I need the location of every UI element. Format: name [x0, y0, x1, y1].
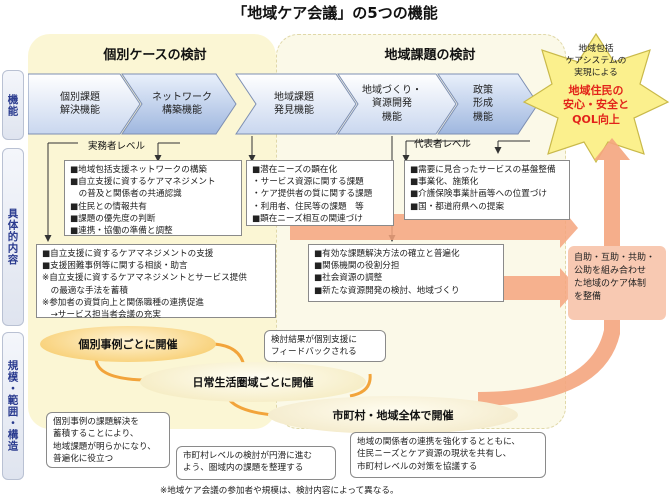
chevron-label-network: ネットワーク 構築機能	[152, 91, 212, 117]
page-title: 「地域ケア会議」の5つの機能	[232, 4, 438, 22]
chevron-label-individual: 個別課題 解決機能	[60, 91, 100, 117]
content-line: ■課題の優先度の判断	[70, 213, 156, 224]
goal-star	[522, 32, 670, 164]
goal-star-highlight: 地域住民の 安心・安全と QOL向上	[563, 84, 629, 126]
footer-note: ※地域ケア会議の参加者や規模は、検討内容によって異なる。	[160, 486, 399, 496]
note-city-level: 市町村レベルの検討が円滑に進む よう、圏域内の課題を整理する	[176, 446, 336, 480]
content-line: ■住民との情報共有	[70, 201, 147, 212]
content-line: ■新たな資源開発の検討、地域づくり	[314, 285, 460, 296]
chevron-label-discovery: 地域課題 発見機能	[274, 91, 314, 117]
note-line: 普遍化に役立つ	[53, 454, 114, 465]
note-accumulate: 個別事例の課題解決を 蓄積することにより、 地域課題が明らかになり、 普遍化に役…	[46, 412, 170, 468]
content-box-policy: ■需要に見合ったサービスの基盤整備 ■事業化、施策化 ■介護保険事業計画等への位…	[404, 160, 570, 220]
chevron-network	[121, 73, 237, 135]
function-chevrons	[28, 73, 538, 135]
note-line: 住民ニーズとケア資源の現状を共有し、	[357, 449, 512, 460]
note-line: 地域課題が明らかになり、	[53, 441, 156, 452]
chevron-label-policy: 政策 形成 機能	[473, 84, 493, 123]
content-line: の普及と関係者の共通認識	[70, 189, 182, 200]
content-line: ■需要に見合ったサービスの基盤整備	[410, 165, 556, 175]
content-box-discovery: ■潜在ニーズの顕在化 ・サービス資源に関する課題 ・ケア提供者の質に関する課題 …	[246, 160, 394, 226]
note-line: 市町村レベルの対策を協議する	[357, 461, 478, 472]
content-line: ■事業化、施策化	[410, 177, 479, 188]
outcome-box: 自助・互助・共助・ 公助を組み合わせ た地域のケア体制 を整備	[568, 246, 666, 320]
content-line: ■連携・協働の準備と調整	[70, 226, 173, 237]
side-label-function: 機能	[2, 70, 24, 140]
note-line: 蓄積することにより、	[53, 429, 139, 440]
note-feedback: 検討結果が個別支援に フィードバックされる	[264, 330, 386, 362]
content-line: ・利用者、住民等の課題 等	[252, 201, 364, 212]
content-box-individual: ■自立支援に資するケアマネジメントの支援 ■支援困難事例等に関する相談・助言 ※…	[36, 244, 276, 321]
outcome-line: た地域のケア体制	[574, 279, 647, 290]
note-strengthen: 地域の関係者の連携を強化するとともに、 住民ニーズとケア資源の現状を共有し、 市…	[350, 432, 546, 478]
note-line: 個別事例の課題解決を	[53, 417, 139, 427]
content-line: ■関係機関の役割分担	[314, 261, 400, 272]
content-line: →サービス担当者会議の充実	[42, 310, 161, 321]
note-line: 市町村レベルの検討が円滑に進む	[183, 451, 312, 461]
content-line: ■地域包括支援ネットワークの構築	[70, 165, 208, 175]
scope-per-case: 個別事例ごとに開催	[40, 326, 216, 362]
content-line: ■介護保険事業計画等への位置づけ	[410, 189, 548, 200]
band-regional-title: 地域課題の検討	[384, 48, 476, 63]
content-line: ■自立支援に資するケアマネジメントの支援	[42, 249, 214, 259]
note-line: フィードバックされる	[271, 347, 357, 358]
band-individual-title: 個別ケースの検討	[103, 48, 207, 63]
scope-city-wide: 市町村・地域全体で開催	[268, 396, 518, 434]
content-line: ■潜在ニーズの顕在化	[252, 165, 338, 175]
level-staff: 実務者レベル	[88, 141, 146, 152]
outcome-line: 自助・互助・共助・	[574, 253, 656, 263]
scope-per-area: 日常生活圏域ごとに開催	[140, 362, 366, 402]
chevron-individual	[28, 73, 141, 135]
side-label-scope: 規模・範囲・構造	[2, 332, 24, 480]
goal-star-caption: 地域包括 ケアシステムの 実現による	[565, 44, 627, 78]
side-label-content: 具体的内容	[2, 148, 24, 326]
content-line: ■有効な課題解決方法の確立と普遍化	[314, 249, 460, 259]
content-box-resource: ■有効な課題解決方法の確立と普遍化 ■関係機関の役割分担 ■社会資源の調整 ■新…	[308, 244, 504, 302]
note-line: 地域の関係者の連携を強化するとともに、	[357, 437, 521, 447]
outcome-line: を整備	[574, 292, 602, 303]
content-line: の最適な手法を蓄積	[42, 285, 128, 296]
content-line: ■支援困難事例等に関する相談・助言	[42, 261, 188, 272]
chevron-resource	[337, 73, 457, 135]
note-line: 検討結果が個別支援に	[271, 335, 357, 345]
content-line: ■社会資源の調整	[314, 273, 383, 284]
outcome-line: 公助を組み合わせ	[574, 266, 647, 277]
content-line: ■自立支援に資するケアマネジメント	[70, 177, 216, 188]
content-line: ■顕在ニーズ相互の関連づけ	[252, 213, 363, 224]
content-box-network: ■地域包括支援ネットワークの構築 ■自立支援に資するケアマネジメント の普及と関…	[64, 160, 242, 236]
chevron-discovery	[235, 73, 357, 135]
content-line: ・ケア提供者の質に関する課題	[252, 189, 373, 200]
note-line: よう、圏域内の課題を整理する	[183, 463, 304, 474]
content-line: ※参加者の資質向上と関係職種の連携促進	[42, 297, 204, 308]
chevron-policy	[437, 73, 538, 135]
chevron-label-resource: 地域づくり・ 資源開発 機能	[362, 84, 422, 123]
content-line: ■国・都道府県への提案	[410, 201, 505, 212]
content-line: ・サービス資源に関する課題	[252, 177, 364, 188]
level-representative: 代表者レベル	[414, 139, 472, 150]
content-line: ※自立支援に資するケアマネジメントとサービス提供	[42, 273, 247, 284]
